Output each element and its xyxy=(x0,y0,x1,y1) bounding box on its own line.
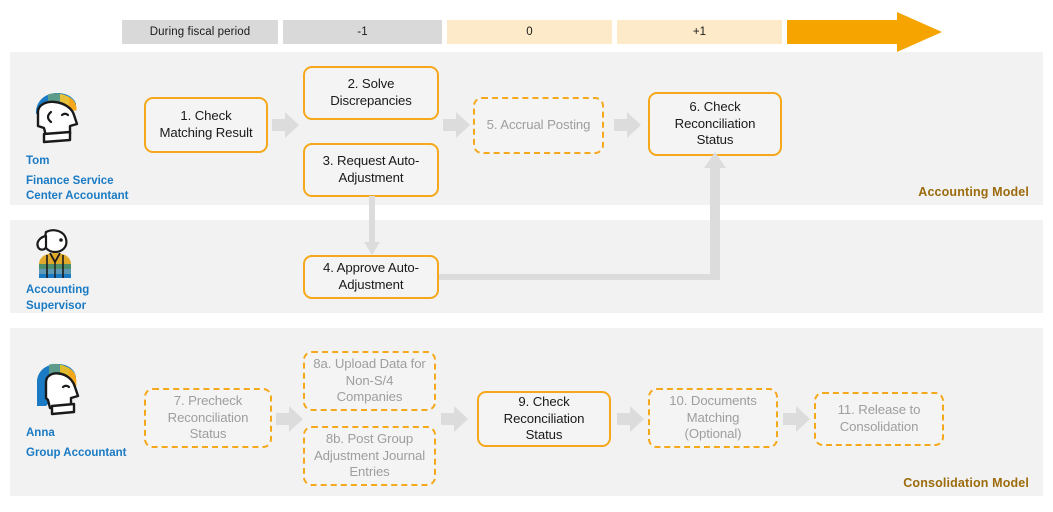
chevron-arrow-icon xyxy=(783,406,810,432)
persona-role: Finance Service Center Accountant xyxy=(26,174,129,203)
swimlane-accounting-supervisor xyxy=(10,220,1043,313)
process-node-3[interactable]: 3. Request Auto-Adjustment xyxy=(303,143,439,197)
persona-tom: Tom Finance Service Center Accountant xyxy=(14,88,134,205)
process-node-10[interactable]: 10. Documents Matching (Optional) xyxy=(648,388,778,448)
process-node-8b[interactable]: 8b. Post Group Adjustment Journal Entrie… xyxy=(303,426,436,486)
timeline-bar: During fiscal period -1 0 +1 xyxy=(122,12,942,52)
timeline-segment-label: +1 xyxy=(692,26,707,38)
timeline-segment-label: -1 xyxy=(357,26,368,38)
process-node-8a[interactable]: 8a. Upload Data for Non-S/4 Companies xyxy=(303,351,436,411)
process-node-5[interactable]: 5. Accrual Posting xyxy=(473,97,604,154)
process-node-1[interactable]: 1. Check Matching Result xyxy=(144,97,268,153)
persona-role: Accounting Supervisor xyxy=(26,284,90,312)
timeline-segment-minus-1: -1 xyxy=(283,20,442,44)
persona-anna: Anna Group Accountant xyxy=(14,360,134,461)
chevron-arrow-icon xyxy=(443,112,470,138)
chevron-arrow-icon xyxy=(441,406,468,432)
process-node-9[interactable]: 9. Check Reconciliation Status xyxy=(477,391,611,447)
connector-node4-to-node6 xyxy=(439,150,729,280)
lane-tag-accounting-model: Accounting Model xyxy=(918,185,1029,199)
connector-node3-to-node4 xyxy=(363,196,381,256)
timeline-segment-during-fiscal-period: During fiscal period xyxy=(122,20,278,44)
process-node-2[interactable]: 2. Solve Discrepancies xyxy=(303,66,439,120)
timeline-segment-label: 0 xyxy=(526,26,533,38)
persona-name: Anna xyxy=(26,427,55,439)
persona-role: Group Accountant xyxy=(26,446,127,459)
timeline-segment-plus-1: +1 xyxy=(617,20,782,44)
process-node-7[interactable]: 7. Precheck Reconciliation Status xyxy=(144,388,272,448)
chevron-arrow-icon xyxy=(276,406,303,432)
persona-name: Tom xyxy=(26,155,50,167)
person-striped-jacket-icon xyxy=(24,228,86,278)
chevron-arrow-icon xyxy=(617,406,644,432)
timeline-arrow-icon xyxy=(787,12,942,52)
chevron-arrow-icon xyxy=(272,112,299,138)
head-side-profile-long-hair-icon xyxy=(24,360,86,422)
chevron-arrow-icon xyxy=(614,112,641,138)
process-node-4[interactable]: 4. Approve Auto-Adjustment xyxy=(303,255,439,299)
timeline-segment-label: During fiscal period xyxy=(149,26,251,38)
persona-accounting-supervisor: Accounting Supervisor xyxy=(14,228,134,314)
timeline-segment-zero: 0 xyxy=(447,20,612,44)
head-side-profile-multicolor-hair-icon xyxy=(24,88,86,150)
lane-tag-consolidation-model: Consolidation Model xyxy=(903,476,1029,490)
process-node-11[interactable]: 11. Release to Consolidation xyxy=(814,392,944,446)
process-node-6[interactable]: 6. Check Reconciliation Status xyxy=(648,92,782,156)
